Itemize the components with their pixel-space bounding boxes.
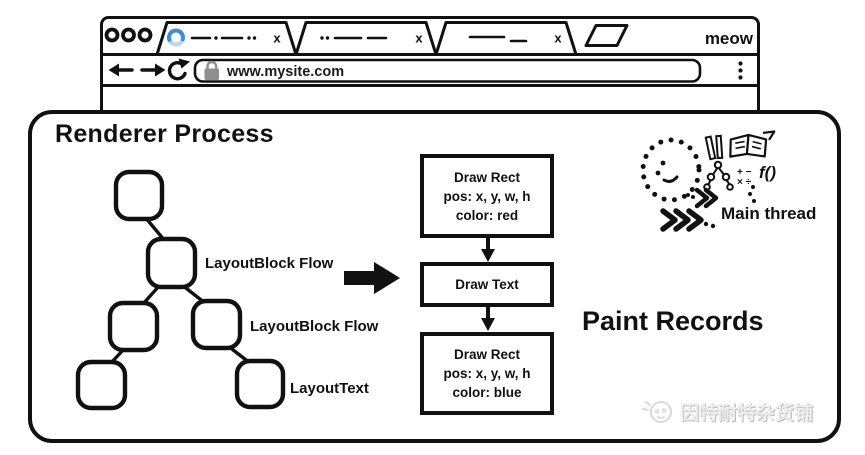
tree-node <box>75 359 128 411</box>
paint-records-heading: Paint Records <box>582 306 764 336</box>
tree-label-3: LayoutText <box>290 380 369 397</box>
tree-label-1: LayoutBlock Flow <box>205 255 334 272</box>
tree-label-2: LayoutBlock Flow <box>250 318 379 335</box>
watermark-face-icon <box>642 401 672 423</box>
tab-2[interactable] <box>294 21 438 56</box>
menu-button[interactable] <box>738 61 743 80</box>
tree-node-layoutblock-2 <box>190 298 243 351</box>
math-icon: + − <box>737 167 752 178</box>
tab-title-placeholder-dots <box>214 36 257 40</box>
forward-icon <box>155 63 166 77</box>
lock-icon <box>204 60 219 80</box>
main-thread-doodle: + − × ÷ f() Main thread <box>640 130 816 232</box>
book-icon <box>729 130 776 158</box>
doodle-face-outline <box>640 137 702 203</box>
tree-sketch-icon <box>703 160 734 191</box>
doodle-face-smile <box>662 175 679 183</box>
tree-node-root <box>113 169 165 222</box>
reload-icon <box>167 61 187 81</box>
tab-close-icon[interactable]: x <box>415 31 423 46</box>
record-line: color: red <box>455 207 519 223</box>
record-line: color: blue <box>452 385 522 400</box>
paint-record-card: Draw Rect pos: x, y, w, h color: red <box>420 154 554 238</box>
flow-arrow-icon <box>344 262 400 294</box>
watermark: 因特耐特杂货铺 <box>641 396 813 426</box>
tree-node-layoutblock-1 <box>145 236 198 290</box>
url-text[interactable]: www.mysite.com <box>226 64 344 80</box>
window-control-icon[interactable] <box>137 27 153 43</box>
window-control-icon[interactable] <box>104 27 120 43</box>
tab-close-icon[interactable]: x <box>273 31 281 46</box>
math-icon: × ÷ <box>737 177 752 188</box>
tab-3[interactable] <box>434 21 578 56</box>
layout-tree: LayoutBlock Flow LayoutBlock Flow Layout… <box>75 169 379 411</box>
tab-title-placeholder-dots <box>320 36 330 40</box>
menu-dots-icon <box>738 61 743 66</box>
record-line: pos: x, y, w, h <box>443 188 531 204</box>
forward-button[interactable] <box>140 63 166 77</box>
down-arrow-icon <box>481 238 495 262</box>
tab-title-placeholder <box>468 35 528 43</box>
window-control-icon[interactable] <box>121 27 136 43</box>
panel-title: Renderer Process <box>55 120 274 148</box>
reload-button[interactable] <box>167 58 190 81</box>
browser-brand: meow <box>705 29 754 48</box>
address-bar[interactable] <box>193 58 702 83</box>
down-arrow-icon <box>481 307 495 331</box>
doodle-face-eyes <box>655 160 666 176</box>
paint-record-card: Draw Rect pos: x, y, w, h color: blue <box>420 332 554 415</box>
function-icon: f() <box>759 163 776 182</box>
record-line: Draw Rect <box>453 169 521 185</box>
tab-close-icon[interactable]: x <box>554 31 562 46</box>
watermark-text: 因特耐特杂货铺 <box>680 402 814 424</box>
pencils-icon <box>704 134 724 161</box>
main-thread-label: Main thread <box>721 204 816 223</box>
tree-node <box>107 300 160 353</box>
loading-spinner-icon <box>167 28 185 47</box>
back-icon <box>108 63 119 77</box>
record-line: pos: x, y, w, h <box>443 366 531 381</box>
record-line: Draw Text <box>455 277 519 292</box>
back-button[interactable] <box>108 63 134 77</box>
chevron-arrows-icon <box>660 187 719 232</box>
record-line: Draw Rect <box>453 347 521 362</box>
dotted-trail <box>686 185 756 229</box>
window-controls[interactable] <box>104 27 153 43</box>
paint-record-card: Draw Text <box>420 262 554 307</box>
new-tab-button[interactable] <box>584 24 629 47</box>
browser-window: x x x meow <box>100 16 760 111</box>
tree-node-layouttext <box>234 358 286 410</box>
